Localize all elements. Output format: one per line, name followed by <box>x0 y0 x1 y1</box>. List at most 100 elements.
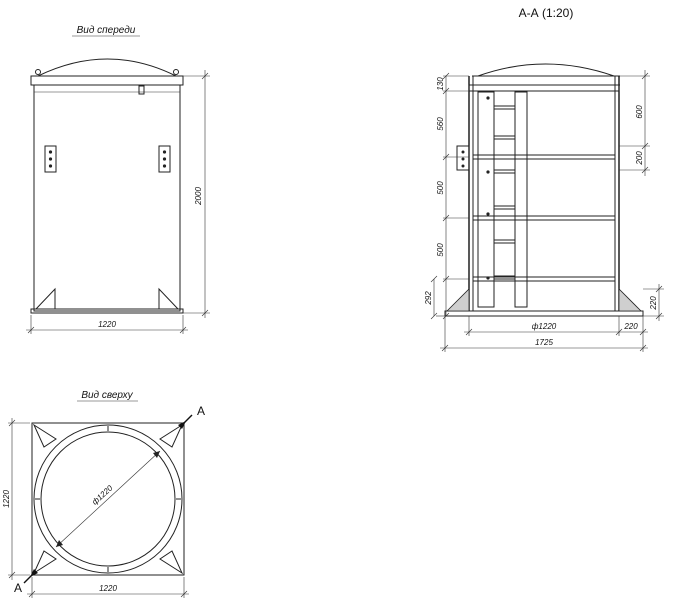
rung <box>493 205 516 210</box>
front-gusset-left <box>34 287 56 310</box>
tick <box>442 153 450 161</box>
top-gusset-nw <box>32 423 57 448</box>
top-gusset-sw <box>32 550 57 575</box>
section-dim-200: 200 <box>635 151 644 166</box>
bolt-hole <box>48 157 53 161</box>
ladder-bolt <box>486 96 490 100</box>
section-ladder-rungs <box>493 105 516 280</box>
front-hatch-lock <box>138 85 145 95</box>
top-view-title: Вид сверху <box>81 390 133 401</box>
tick <box>641 142 649 150</box>
top-gusset-ne <box>159 423 184 448</box>
top-inner-circle <box>40 431 176 567</box>
front-plate-right <box>158 145 171 173</box>
section-view-title: А-А (1:20) <box>519 6 574 20</box>
bolt-hole <box>461 150 465 154</box>
tick <box>639 328 647 336</box>
rung <box>493 135 516 140</box>
section-dim-600: 600 <box>635 105 644 119</box>
tick <box>430 312 438 320</box>
section-top-slab <box>468 84 620 92</box>
section-dim-130: 130 <box>436 77 445 91</box>
tick <box>442 72 450 80</box>
section-dim-220-vertical: 220 <box>649 296 658 311</box>
arrow <box>30 569 38 577</box>
top-base-square <box>31 422 185 576</box>
section-overall-dim: 1725 <box>535 338 553 347</box>
rung <box>493 169 516 174</box>
tick <box>27 326 35 334</box>
rung <box>493 275 516 280</box>
bolt-hole <box>48 164 53 168</box>
section-shelf-3 <box>472 276 616 282</box>
tick <box>28 590 36 598</box>
front-width-dim: 1220 <box>98 320 116 329</box>
section-shelf-1 <box>472 154 616 160</box>
tick <box>201 309 209 317</box>
tick <box>179 326 187 334</box>
front-plate-left <box>44 145 57 173</box>
front-lifting-eye-right <box>173 69 179 75</box>
tick <box>442 87 450 95</box>
front-top-rim <box>30 75 184 86</box>
section-dome <box>477 63 615 77</box>
bolt-hole <box>162 164 167 168</box>
top-width-dim: 1220 <box>99 584 117 593</box>
tick <box>180 590 188 598</box>
tick <box>641 166 649 174</box>
section-dim-500-upper: 500 <box>436 181 445 195</box>
front-gusset-right <box>158 287 180 310</box>
tick <box>639 344 647 352</box>
top-section-mark-bottom: А <box>14 581 22 595</box>
tick <box>641 72 649 80</box>
section-gusset-right <box>618 288 642 312</box>
tick <box>442 275 450 283</box>
rung <box>493 105 516 110</box>
section-view: А-А (1:20) <box>424 6 664 352</box>
bolt-hole <box>162 157 167 161</box>
rung <box>493 239 516 244</box>
top-section-mark-top: А <box>197 404 205 418</box>
tick <box>655 312 663 320</box>
top-gusset-se <box>159 550 184 575</box>
section-gusset-left <box>446 288 470 312</box>
section-dim-292: 292 <box>424 291 433 306</box>
front-view-title: Вид спереди <box>77 25 136 36</box>
section-dim-500-lower: 500 <box>436 243 445 257</box>
tick <box>441 344 449 352</box>
tick <box>8 571 16 579</box>
top-view: Вид сверху ф1220 А А 1220 <box>2 390 205 598</box>
tick <box>465 328 473 336</box>
front-base <box>30 308 184 314</box>
top-height-dim: 1220 <box>2 490 11 508</box>
arrow <box>178 421 186 429</box>
bolt-hole <box>461 164 465 168</box>
section-ladder-rail-left <box>477 91 495 308</box>
section-flange-dim: 220 <box>623 322 638 331</box>
tick <box>8 419 16 427</box>
ladder-bolt <box>486 276 490 280</box>
front-dome <box>37 58 177 77</box>
front-lifting-eye-left <box>35 69 41 75</box>
arrow <box>56 540 63 547</box>
bolt-hole <box>48 150 53 154</box>
tick <box>442 312 450 320</box>
arrow <box>153 451 160 458</box>
bolt-hole <box>461 157 465 161</box>
tick <box>615 328 623 336</box>
section-dim-560: 560 <box>436 117 445 131</box>
section-ladder-rail-right <box>514 91 528 308</box>
tick <box>201 72 209 80</box>
section-side-plate <box>456 145 470 171</box>
bolt-hole <box>162 150 167 154</box>
front-body <box>33 84 181 312</box>
section-inner-diameter-dim: ф1220 <box>532 322 557 331</box>
top-diameter-line <box>55 450 161 548</box>
tick <box>430 275 438 283</box>
tick <box>655 285 663 293</box>
section-shelf-2 <box>472 215 616 221</box>
section-base-flange <box>444 310 644 317</box>
ladder-bolt <box>486 212 490 216</box>
top-diameter-dim: ф1220 <box>90 483 115 506</box>
